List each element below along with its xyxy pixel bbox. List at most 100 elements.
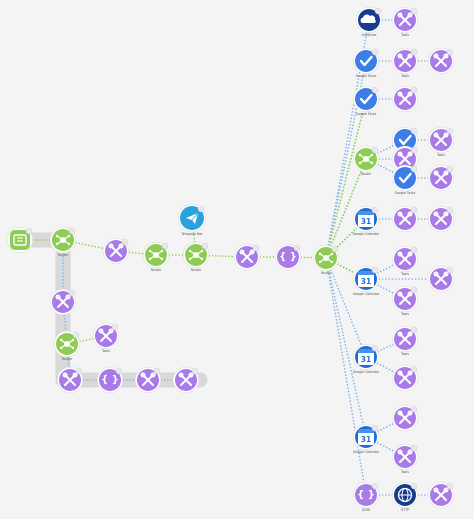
node-body	[355, 50, 377, 72]
node-label: Router	[191, 268, 202, 272]
node-router-c[interactable]: Router	[182, 241, 210, 272]
node-label: Telegram Bot	[180, 232, 203, 236]
node-http[interactable]: HTTP	[391, 481, 419, 512]
tools-icon	[397, 91, 413, 105]
node-tools-left-2[interactable]: Tools	[92, 322, 120, 353]
node-tools-bot-1[interactable]	[56, 366, 84, 394]
checkmark-icon	[359, 93, 373, 105]
run-badge	[68, 227, 76, 235]
node-tools-r8[interactable]	[427, 265, 455, 293]
node-router-hub[interactable]: Router	[312, 244, 340, 275]
node-tools-r1b[interactable]	[427, 47, 455, 75]
node-tools-r11[interactable]	[391, 364, 419, 392]
tools-icon	[433, 53, 449, 67]
run-badge	[446, 266, 454, 274]
node-gt-2[interactable]: Google Tasks	[352, 85, 380, 116]
node-gt-4[interactable]: Google Tasks	[391, 164, 419, 195]
node-tools-r14[interactable]	[427, 481, 455, 509]
node-webhook[interactable]	[6, 226, 34, 254]
node-body	[355, 484, 377, 506]
node-body	[99, 369, 121, 391]
tools-icon	[178, 372, 194, 386]
router-icon	[358, 153, 374, 165]
node-gt-3[interactable]: Google Tasks	[391, 126, 419, 157]
checkmark-icon	[359, 55, 373, 67]
node-label: Router	[62, 357, 73, 361]
run-badge	[410, 86, 418, 94]
node-tools-r13[interactable]: Tools	[391, 443, 419, 474]
node-router-left[interactable]: Router	[53, 330, 81, 361]
node-telegram[interactable]: Telegram Bot	[177, 203, 207, 236]
node-tools-r0[interactable]: Tools	[391, 6, 419, 37]
node-tools-b[interactable]	[233, 243, 261, 271]
node-tools-r10[interactable]: Tools	[391, 325, 419, 356]
tools-icon	[433, 170, 449, 184]
node-label: Tools	[400, 272, 409, 276]
node-router-r[interactable]: Router	[352, 145, 380, 176]
node-tools-left-1[interactable]	[49, 288, 77, 316]
router-icon	[148, 249, 164, 261]
node-tools-r6b[interactable]	[427, 205, 455, 233]
node-gt-1[interactable]: Google Tasks	[352, 47, 380, 78]
tools-icon	[397, 410, 413, 424]
tools-icon	[397, 331, 413, 345]
run-badge	[374, 7, 382, 15]
run-badge	[410, 206, 418, 214]
node-tools-r5[interactable]	[427, 164, 455, 192]
node-tools-r4[interactable]	[391, 145, 419, 173]
node-tools-r1[interactable]: Tools	[391, 47, 419, 78]
node-tools-r2[interactable]	[391, 85, 419, 113]
tools-icon	[140, 372, 156, 386]
connection-router-hub-to-gt-2[interactable]	[325, 98, 367, 259]
connection-router-hub-to-cal-2[interactable]	[325, 257, 367, 280]
calendar-31-icon: 31	[358, 271, 374, 287]
node-json-bot[interactable]: { }	[96, 366, 124, 394]
node-label: Google Tasks	[356, 74, 377, 78]
node-tools-r6[interactable]	[391, 205, 419, 233]
node-tools-r3[interactable]: Tools	[427, 126, 455, 157]
connection-router-hub-to-router-r[interactable]	[325, 158, 367, 259]
node-onedrive[interactable]: OneDrive	[355, 6, 383, 37]
node-tools-r9[interactable]: Tools	[391, 285, 419, 316]
run-badge	[410, 165, 418, 173]
node-label: Tools	[400, 312, 409, 316]
run-badge	[371, 86, 379, 94]
node-tools-r12[interactable]	[391, 404, 419, 432]
run-badge	[197, 205, 205, 213]
node-json-r[interactable]: { }JSON	[352, 481, 380, 512]
node-tools-r7[interactable]: Tools	[391, 245, 419, 276]
cloud-icon	[360, 14, 376, 23]
node-label: Tools	[400, 33, 409, 37]
node-label: Tools	[101, 349, 110, 353]
calendar-day-number: 31	[361, 435, 371, 444]
node-label: Tools	[400, 352, 409, 356]
node-router-b[interactable]: Router	[142, 241, 170, 272]
connection-router-hub-to-cal-4[interactable]	[325, 257, 367, 438]
node-router-a[interactable]: Router	[49, 226, 77, 257]
node-tools-bot-3[interactable]	[172, 366, 200, 394]
node-tools-a[interactable]	[102, 237, 130, 265]
node-label: Google Tasks	[395, 191, 416, 195]
node-label: Google Calendar	[353, 370, 380, 374]
checkmark-icon	[398, 172, 412, 184]
run-badge	[371, 424, 379, 432]
node-label: Google Calendar	[353, 450, 380, 454]
tools-icon	[397, 449, 413, 463]
node-label: Router	[58, 253, 69, 257]
connection-router-hub-to-json-r[interactable]	[325, 257, 367, 496]
node-tools-bot-2[interactable]	[134, 366, 162, 394]
run-badge	[371, 48, 379, 56]
run-badge	[371, 344, 379, 352]
node-body	[394, 129, 416, 151]
node-json-a[interactable]: { }	[274, 243, 302, 271]
connection-router-hub-to-cal-3[interactable]	[325, 257, 367, 358]
node-label: Router	[151, 268, 162, 272]
tools-icon	[397, 291, 413, 305]
connection-router-a-to-tools-a[interactable]	[62, 239, 117, 252]
